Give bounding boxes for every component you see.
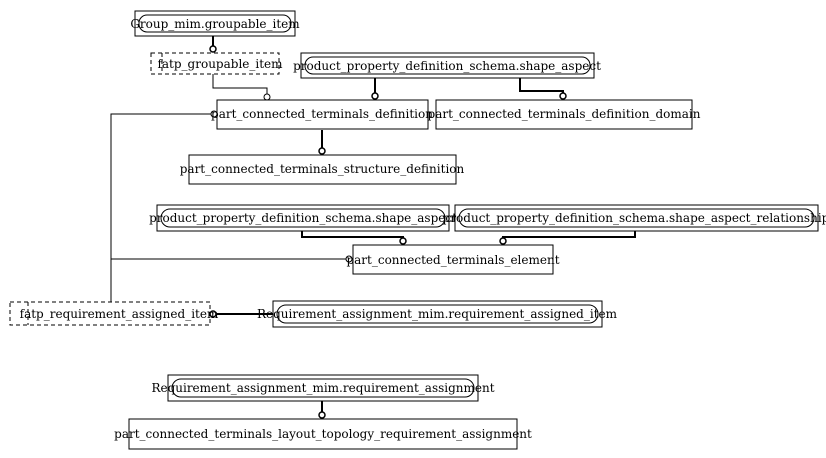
link-end-circle — [399, 237, 407, 245]
node-fatp-groupable-item[interactable]: fatp_groupable_item — [150, 52, 283, 75]
link-end-circle — [263, 93, 271, 101]
node-shape-aspect-ref-1[interactable]: product_property_definition_schema.shape… — [293, 52, 601, 79]
node-shape-aspect-ref-2[interactable]: product_property_definition_schema.shape… — [149, 204, 457, 232]
node-pct-layout-topology-req-assignment[interactable]: part_connected_terminals_layout_topology… — [114, 418, 532, 450]
node-pct-definition[interactable]: part_connected_terminals_definition — [211, 99, 433, 130]
link-shape-aspect-to-domain — [519, 78, 564, 95]
node-label: part_connected_terminals_definition — [211, 107, 433, 121]
node-pct-definition-domain[interactable]: part_connected_terminals_definition_doma… — [428, 99, 701, 130]
link-end-circle — [318, 411, 326, 419]
link-fatp-groupable-to-definition — [212, 74, 268, 94]
link-shape-aspect2-to-element — [301, 231, 404, 239]
link-end-circle — [209, 45, 217, 53]
link-end-circle — [345, 255, 353, 263]
node-label: fatp_groupable_item — [157, 57, 283, 71]
node-label: Group_mim.groupable_item — [130, 17, 300, 31]
link-relationship-to-element — [502, 231, 636, 239]
node-label: part_connected_terminals_definition_doma… — [428, 107, 701, 121]
node-label: part_connected_terminals_structure_defin… — [180, 162, 465, 176]
node-label: product_property_definition_schema.shape… — [293, 59, 601, 73]
node-requirement-assignment-ref[interactable]: Requirement_assignment_mim.requirement_a… — [151, 374, 495, 402]
node-label: part_connected_terminals_layout_topology… — [114, 427, 532, 441]
link-req-item-to-definition — [110, 113, 211, 302]
node-label: product_property_definition_schema.shape… — [443, 211, 826, 225]
node-label: fatp_requirement_assigned_item — [20, 307, 219, 321]
node-label: product_property_definition_schema.shape… — [149, 211, 457, 225]
link-end-circle — [371, 92, 379, 100]
link-end-circle — [318, 147, 326, 155]
link-end-circle — [499, 237, 507, 245]
node-pct-element[interactable]: part_connected_terminals_element — [346, 244, 560, 275]
node-label: Requirement_assignment_mim.requirement_a… — [151, 381, 494, 395]
node-requirement-assigned-item-ref[interactable]: Requirement_assignment_mim.requirement_a… — [257, 300, 618, 328]
node-label: Requirement_assignment_mim.requirement_a… — [257, 307, 618, 321]
node-pct-structure-definition[interactable]: part_connected_terminals_structure_defin… — [180, 154, 465, 185]
node-label: part_connected_terminals_element — [346, 253, 559, 267]
node-shape-aspect-relationship-ref[interactable]: product_property_definition_schema.shape… — [443, 204, 826, 232]
link-end-circle — [559, 92, 567, 100]
node-fatp-requirement-assigned-item[interactable]: fatp_requirement_assigned_item — [9, 301, 219, 326]
node-group-mim-groupable-item[interactable]: Group_mim.groupable_item — [130, 10, 300, 37]
